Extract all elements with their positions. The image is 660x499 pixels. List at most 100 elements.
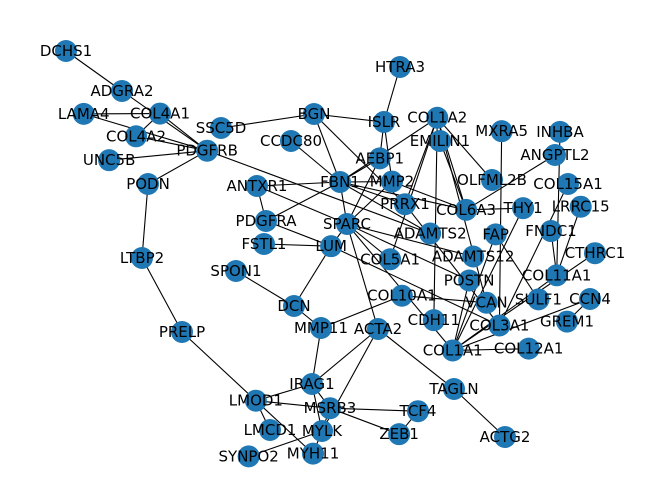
node-col4a1 bbox=[149, 102, 171, 125]
node-grem1 bbox=[556, 310, 578, 333]
edge-lum-dcn bbox=[293, 245, 332, 307]
node-label-mmp2: MMP2 bbox=[370, 173, 414, 191]
node-dcn bbox=[283, 295, 305, 317]
node-sulf1 bbox=[527, 288, 550, 311]
node-col12a1 bbox=[517, 337, 540, 360]
node-label-aebp1: AEBP1 bbox=[355, 149, 404, 167]
labels-layer: DCHS1ADGRA2COL4A1COL4A2LAMA4UNC5BSSC5DPD… bbox=[40, 42, 625, 465]
node-label-adamts12: ADAMTS12 bbox=[432, 248, 515, 266]
node-label-mylk: MYLK bbox=[302, 422, 343, 440]
node-lama4 bbox=[72, 102, 95, 125]
edge-cthrc1-col1a1 bbox=[452, 252, 596, 351]
node-label-angptl2: ANGPTL2 bbox=[520, 146, 589, 164]
node-emilin1 bbox=[429, 130, 451, 152]
node-label-col1a1: COL1A1 bbox=[423, 341, 483, 359]
node-col10a1 bbox=[390, 284, 413, 307]
node-synpo2 bbox=[237, 445, 260, 468]
edge-lrrc15-col11a1 bbox=[556, 206, 582, 276]
node-label-grem1: GREM1 bbox=[540, 313, 594, 331]
edge-msrb3-lmod1 bbox=[255, 400, 331, 409]
node-col15a1 bbox=[557, 173, 579, 195]
node-label-adgra2: ADGRA2 bbox=[90, 82, 153, 100]
node-label-prelp: PRELP bbox=[159, 323, 205, 341]
edge-dchs1-adgra2 bbox=[65, 50, 123, 92]
node-vcan bbox=[475, 291, 498, 314]
edge-sparc-acta2 bbox=[346, 223, 379, 330]
edge-vcan-col10a1 bbox=[401, 295, 487, 304]
node-dchs1 bbox=[55, 40, 77, 62]
edge-postn-col1a1 bbox=[452, 280, 470, 351]
node-adamts12 bbox=[462, 245, 485, 268]
node-tcf4 bbox=[407, 400, 429, 423]
edge-fbn1-antxr1 bbox=[256, 181, 341, 187]
edge-fbn1-pdgfra bbox=[265, 181, 341, 222]
node-label-col3a1: COL3A1 bbox=[469, 317, 529, 335]
node-msrb3 bbox=[319, 397, 341, 420]
node-label-postn: POSTN bbox=[444, 272, 495, 290]
node-label-zeb1: ZEB1 bbox=[379, 425, 419, 443]
node-col3a1 bbox=[488, 314, 511, 337]
node-col4a2 bbox=[125, 125, 148, 148]
node-adamts2 bbox=[419, 222, 442, 245]
edge-col10a1-mmp11 bbox=[320, 295, 403, 329]
edge-sparc-postn bbox=[346, 223, 470, 282]
node-label-pdgfrb: PDGFRB bbox=[176, 142, 238, 160]
node-islr bbox=[373, 111, 395, 133]
node-col11a1 bbox=[545, 264, 568, 287]
node-fndc1 bbox=[540, 220, 563, 243]
edge-col15a1-col3a1 bbox=[498, 183, 569, 326]
node-lum bbox=[320, 235, 343, 258]
edge-msrb3-zeb1 bbox=[329, 407, 400, 435]
edge-fbn1-prrx1 bbox=[339, 181, 406, 205]
node-label-ltbp2: LTBP2 bbox=[120, 249, 164, 267]
edge-mylk-synpo2 bbox=[248, 430, 323, 457]
node-label-tagln: TAGLN bbox=[428, 380, 478, 398]
edge-msrb3-tcf4 bbox=[329, 407, 419, 412]
node-label-col15a1: COL15A1 bbox=[533, 175, 603, 193]
node-label-antxr1: ANTXR1 bbox=[227, 177, 288, 195]
edge-ltbp2-prelp bbox=[141, 257, 183, 333]
node-thy1 bbox=[512, 197, 535, 220]
node-label-mxra5: MXRA5 bbox=[475, 122, 528, 140]
node-label-myh11: MYH11 bbox=[287, 445, 339, 463]
node-label-lmod1: LMOD1 bbox=[229, 392, 283, 410]
node-label-bgn: BGN bbox=[298, 105, 331, 123]
node-label-lum: LUM bbox=[315, 237, 347, 255]
node-acta2 bbox=[367, 318, 389, 340]
node-label-col4a2: COL4A2 bbox=[106, 127, 166, 145]
edge-antxr1-sparc bbox=[256, 185, 348, 225]
edge-sparc-adamts12 bbox=[346, 223, 474, 258]
node-label-ccn4: CCN4 bbox=[569, 290, 611, 308]
node-label-dchs1: DCHS1 bbox=[40, 42, 92, 60]
node-label-fndc1: FNDC1 bbox=[525, 222, 576, 240]
node-cdh11 bbox=[422, 309, 445, 332]
node-label-col11a1: COL11A1 bbox=[522, 266, 592, 284]
edge-podn-ltbp2 bbox=[141, 183, 149, 259]
node-spon1 bbox=[225, 260, 247, 282]
edge-sulf1-fap bbox=[495, 234, 539, 300]
node-angptl2 bbox=[544, 144, 566, 166]
node-label-col4a1: COL4A1 bbox=[130, 105, 190, 123]
edge-fstl1-lum bbox=[263, 243, 332, 247]
edge-fbn1-col1a2 bbox=[339, 117, 438, 183]
node-unc5b bbox=[98, 149, 121, 172]
node-ccdc80 bbox=[280, 130, 302, 152]
node-inhba bbox=[549, 120, 571, 143]
node-pdgfra bbox=[255, 210, 277, 232]
edge-acta2-tagln bbox=[377, 328, 455, 390]
node-lrrc15 bbox=[569, 195, 592, 218]
node-lmcd1 bbox=[259, 419, 281, 441]
node-bgn bbox=[303, 103, 325, 125]
node-col1a2 bbox=[426, 106, 449, 129]
node-label-irag1: IRAG1 bbox=[289, 375, 334, 393]
node-htra3 bbox=[389, 56, 411, 78]
node-col6a3 bbox=[455, 198, 478, 221]
node-fbn1 bbox=[329, 171, 351, 193]
edge-spon1-dcn bbox=[235, 270, 295, 307]
node-fap bbox=[484, 223, 507, 246]
node-label-emilin1: EMILIN1 bbox=[410, 132, 470, 150]
node-label-sparc: SPARC bbox=[323, 215, 371, 233]
edge-lmod1-myh11 bbox=[255, 400, 314, 455]
node-label-msrb3: MSRB3 bbox=[304, 399, 357, 417]
